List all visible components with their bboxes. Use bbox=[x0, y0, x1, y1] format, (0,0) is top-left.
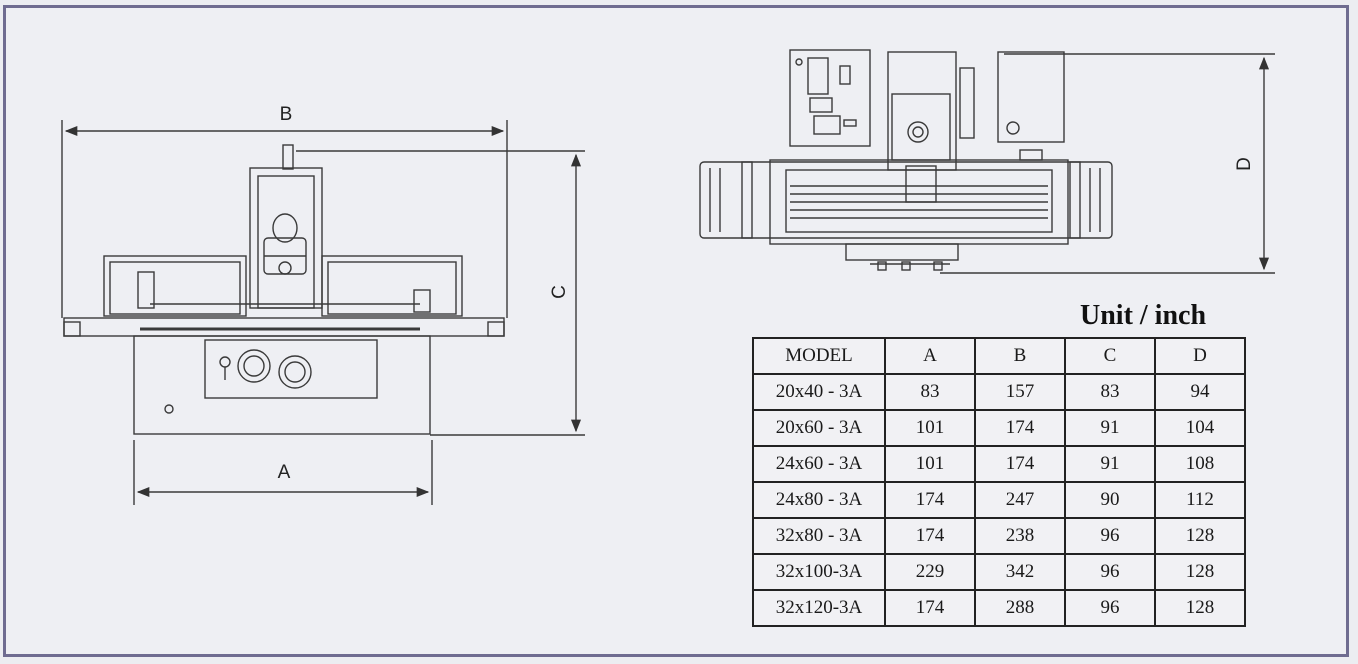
cell-d: 128 bbox=[1154, 589, 1246, 627]
cell-d: 112 bbox=[1154, 481, 1246, 519]
cell-a: 229 bbox=[884, 553, 976, 591]
cell-model: 20x60 - 3A bbox=[752, 409, 886, 447]
header-model: MODEL bbox=[752, 337, 886, 375]
cell-b: 174 bbox=[974, 409, 1066, 447]
cell-a: 174 bbox=[884, 589, 976, 627]
cell-a: 174 bbox=[884, 517, 976, 555]
cell-a: 83 bbox=[884, 373, 976, 411]
table-row: 24x80 - 3A 174 247 90 112 bbox=[752, 481, 1246, 519]
cell-b: 247 bbox=[974, 481, 1066, 519]
cell-c: 96 bbox=[1064, 553, 1156, 591]
table-header-row: MODEL A B C D bbox=[752, 337, 1246, 375]
dimension-label-b: B bbox=[280, 104, 293, 125]
cell-a: 101 bbox=[884, 409, 976, 447]
dimension-label-d: D bbox=[1234, 157, 1255, 171]
header-c: C bbox=[1064, 337, 1156, 375]
header-a: A bbox=[884, 337, 976, 375]
cell-model: 32x80 - 3A bbox=[752, 517, 886, 555]
table-row: 32x100-3A 229 342 96 128 bbox=[752, 553, 1246, 591]
cell-b: 342 bbox=[974, 553, 1066, 591]
cell-d: 104 bbox=[1154, 409, 1246, 447]
cell-model: 20x40 - 3A bbox=[752, 373, 886, 411]
dimension-table: MODEL A B C D 20x40 - 3A 83 157 83 94 20… bbox=[752, 337, 1246, 627]
cell-c: 83 bbox=[1064, 373, 1156, 411]
cell-b: 238 bbox=[974, 517, 1066, 555]
cell-b: 174 bbox=[974, 445, 1066, 483]
cell-c: 91 bbox=[1064, 445, 1156, 483]
cell-a: 101 bbox=[884, 445, 976, 483]
table-row: 32x80 - 3A 174 238 96 128 bbox=[752, 517, 1246, 555]
header-d: D bbox=[1154, 337, 1246, 375]
table-row: 32x120-3A 174 288 96 128 bbox=[752, 589, 1246, 627]
cell-d: 94 bbox=[1154, 373, 1246, 411]
cell-a: 174 bbox=[884, 481, 976, 519]
cell-c: 91 bbox=[1064, 409, 1156, 447]
cell-d: 108 bbox=[1154, 445, 1246, 483]
cell-c: 90 bbox=[1064, 481, 1156, 519]
cell-d: 128 bbox=[1154, 517, 1246, 555]
unit-title: Unit / inch bbox=[1080, 300, 1207, 331]
cell-d: 128 bbox=[1154, 553, 1246, 591]
cell-model: 24x80 - 3A bbox=[752, 481, 886, 519]
header-b: B bbox=[974, 337, 1066, 375]
cell-model: 24x60 - 3A bbox=[752, 445, 886, 483]
cell-b: 157 bbox=[974, 373, 1066, 411]
table-row: 24x60 - 3A 101 174 91 108 bbox=[752, 445, 1246, 483]
table-row: 20x60 - 3A 101 174 91 104 bbox=[752, 409, 1246, 447]
front-view-drawing bbox=[61, 120, 585, 505]
cell-c: 96 bbox=[1064, 517, 1156, 555]
table-row: 20x40 - 3A 83 157 83 94 bbox=[752, 373, 1246, 411]
cell-c: 96 bbox=[1064, 589, 1156, 627]
cell-model: 32x100-3A bbox=[752, 553, 886, 591]
dimension-label-c: C bbox=[549, 285, 570, 299]
cell-b: 288 bbox=[974, 589, 1066, 627]
dimension-label-a: A bbox=[278, 462, 291, 483]
cell-model: 32x120-3A bbox=[752, 589, 886, 627]
top-view-drawing bbox=[699, 49, 1275, 274]
